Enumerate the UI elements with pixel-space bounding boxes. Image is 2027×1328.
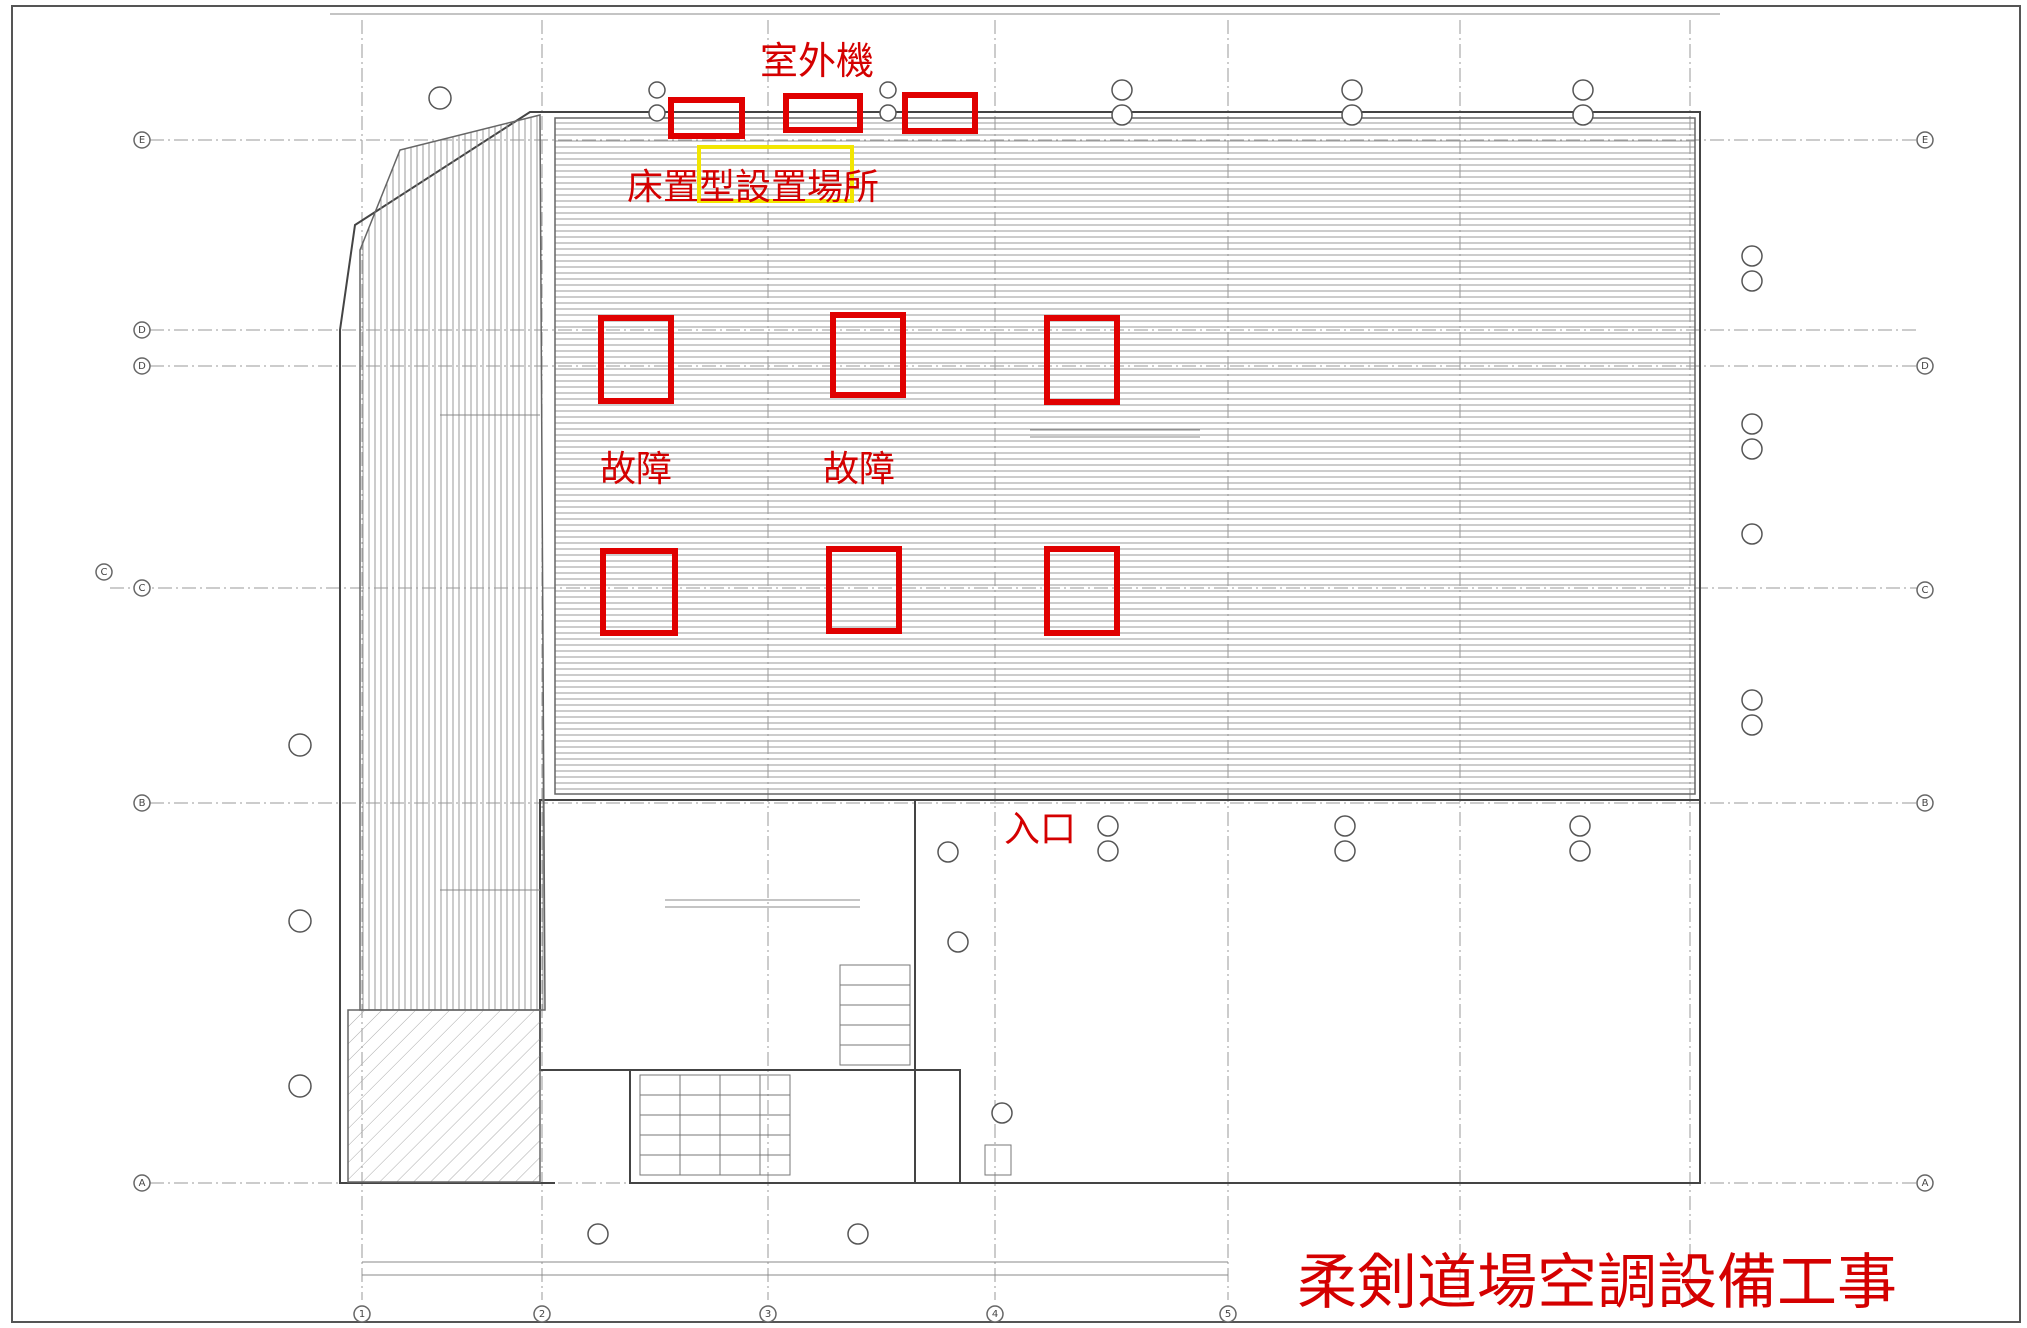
dojo-floor-hatch bbox=[554, 117, 1696, 795]
dimension-lines bbox=[330, 13, 1720, 1276]
indoor-unit-box-1 bbox=[598, 315, 674, 404]
project-title: 柔剣道場空調設備工事 bbox=[1297, 1248, 1897, 1318]
grid-bubbles-left bbox=[95, 131, 151, 1192]
fault-label-2: 故障 bbox=[823, 449, 896, 490]
grid-row-label-left: C bbox=[139, 583, 146, 594]
grid-row-label-left: E bbox=[139, 135, 145, 146]
grid-row-label-left: B bbox=[139, 798, 146, 809]
entrance-label: 入口 bbox=[1004, 809, 1077, 850]
fault-label-1: 故障 bbox=[600, 449, 673, 490]
grid-row-label-right: D bbox=[1921, 361, 1929, 372]
sheet-border bbox=[11, 5, 2021, 1323]
outdoor-unit-label: 室外機 bbox=[760, 39, 875, 83]
grid-row-label-left: A bbox=[139, 1178, 146, 1189]
indoor-unit-box-6 bbox=[1044, 546, 1120, 636]
grid-row-label-right: B bbox=[1922, 798, 1929, 809]
toilet-area bbox=[347, 1009, 541, 1183]
indoor-unit-box-4 bbox=[600, 548, 678, 636]
indoor-unit-box-3 bbox=[1044, 315, 1120, 405]
indoor-unit-box-2 bbox=[830, 312, 906, 398]
grid-bubbles-right bbox=[1916, 131, 1934, 1192]
grid-col-label: 3 bbox=[765, 1309, 771, 1320]
grid-row-label-right: E bbox=[1922, 135, 1928, 146]
grid-bubbles-bottom bbox=[353, 1305, 1237, 1323]
indoor-unit-box-5 bbox=[826, 546, 902, 634]
outdoor-unit-box-3 bbox=[902, 92, 978, 134]
grid-row-label-left: D bbox=[138, 325, 146, 336]
floor-unit-location-box bbox=[697, 145, 854, 203]
grid-col-label: 5 bbox=[1225, 1309, 1231, 1320]
grid-row-label-left: C bbox=[101, 567, 108, 578]
grid-row-label-left: D bbox=[138, 361, 146, 372]
outdoor-unit-box-2 bbox=[783, 93, 863, 133]
stair-detail bbox=[639, 964, 1012, 1176]
grid-col-label: 4 bbox=[992, 1309, 998, 1320]
drawing-notes bbox=[440, 414, 1461, 1180]
outdoor-unit-box-1 bbox=[668, 97, 745, 139]
equipment-symbols bbox=[288, 79, 1763, 1245]
grid-row-label-right: A bbox=[1922, 1178, 1929, 1189]
floor-unit-location-label: 床置型設置場所 bbox=[627, 167, 880, 208]
left-wing-hatch bbox=[359, 114, 546, 1011]
grid-row-label-right: C bbox=[1922, 585, 1929, 596]
grid-col-label: 2 bbox=[539, 1309, 545, 1320]
grid-col-label: 1 bbox=[359, 1309, 365, 1320]
